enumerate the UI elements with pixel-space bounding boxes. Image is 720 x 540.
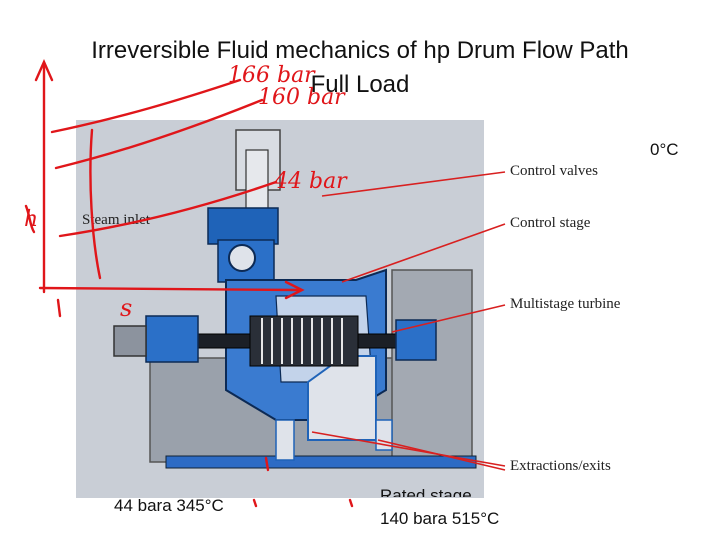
- rated-stage-label: Rated stage: [380, 486, 472, 497]
- callout-control-stage: Control stage: [510, 215, 591, 231]
- steam-inlet-label: Steam inlet: [82, 212, 150, 228]
- exhaust-condition: 44 bara 345°C: [114, 496, 224, 515]
- slide-title: Irreversible Fluid mechanics of hp Drum …: [91, 37, 629, 64]
- callout-extractions: Extractions/exits: [510, 458, 611, 474]
- callout-control-valves: Control valves: [510, 163, 598, 179]
- handwritten-h: h: [24, 207, 38, 232]
- tick-mark-4: [348, 498, 354, 508]
- inlet-condition: 140 bara 515°C: [380, 509, 500, 528]
- tick-mark-1: [56, 298, 62, 318]
- tick-mark-3: [252, 498, 258, 508]
- turbine-drawing: [76, 120, 484, 498]
- side-mark: [24, 204, 36, 234]
- turbine-cross-section: Steam inlet: [76, 120, 484, 498]
- callout-multistage-turbine: Multistage turbine: [510, 296, 621, 312]
- corner-temperature: 0°C: [650, 140, 679, 159]
- slide-subtitle: Full Load: [310, 71, 410, 98]
